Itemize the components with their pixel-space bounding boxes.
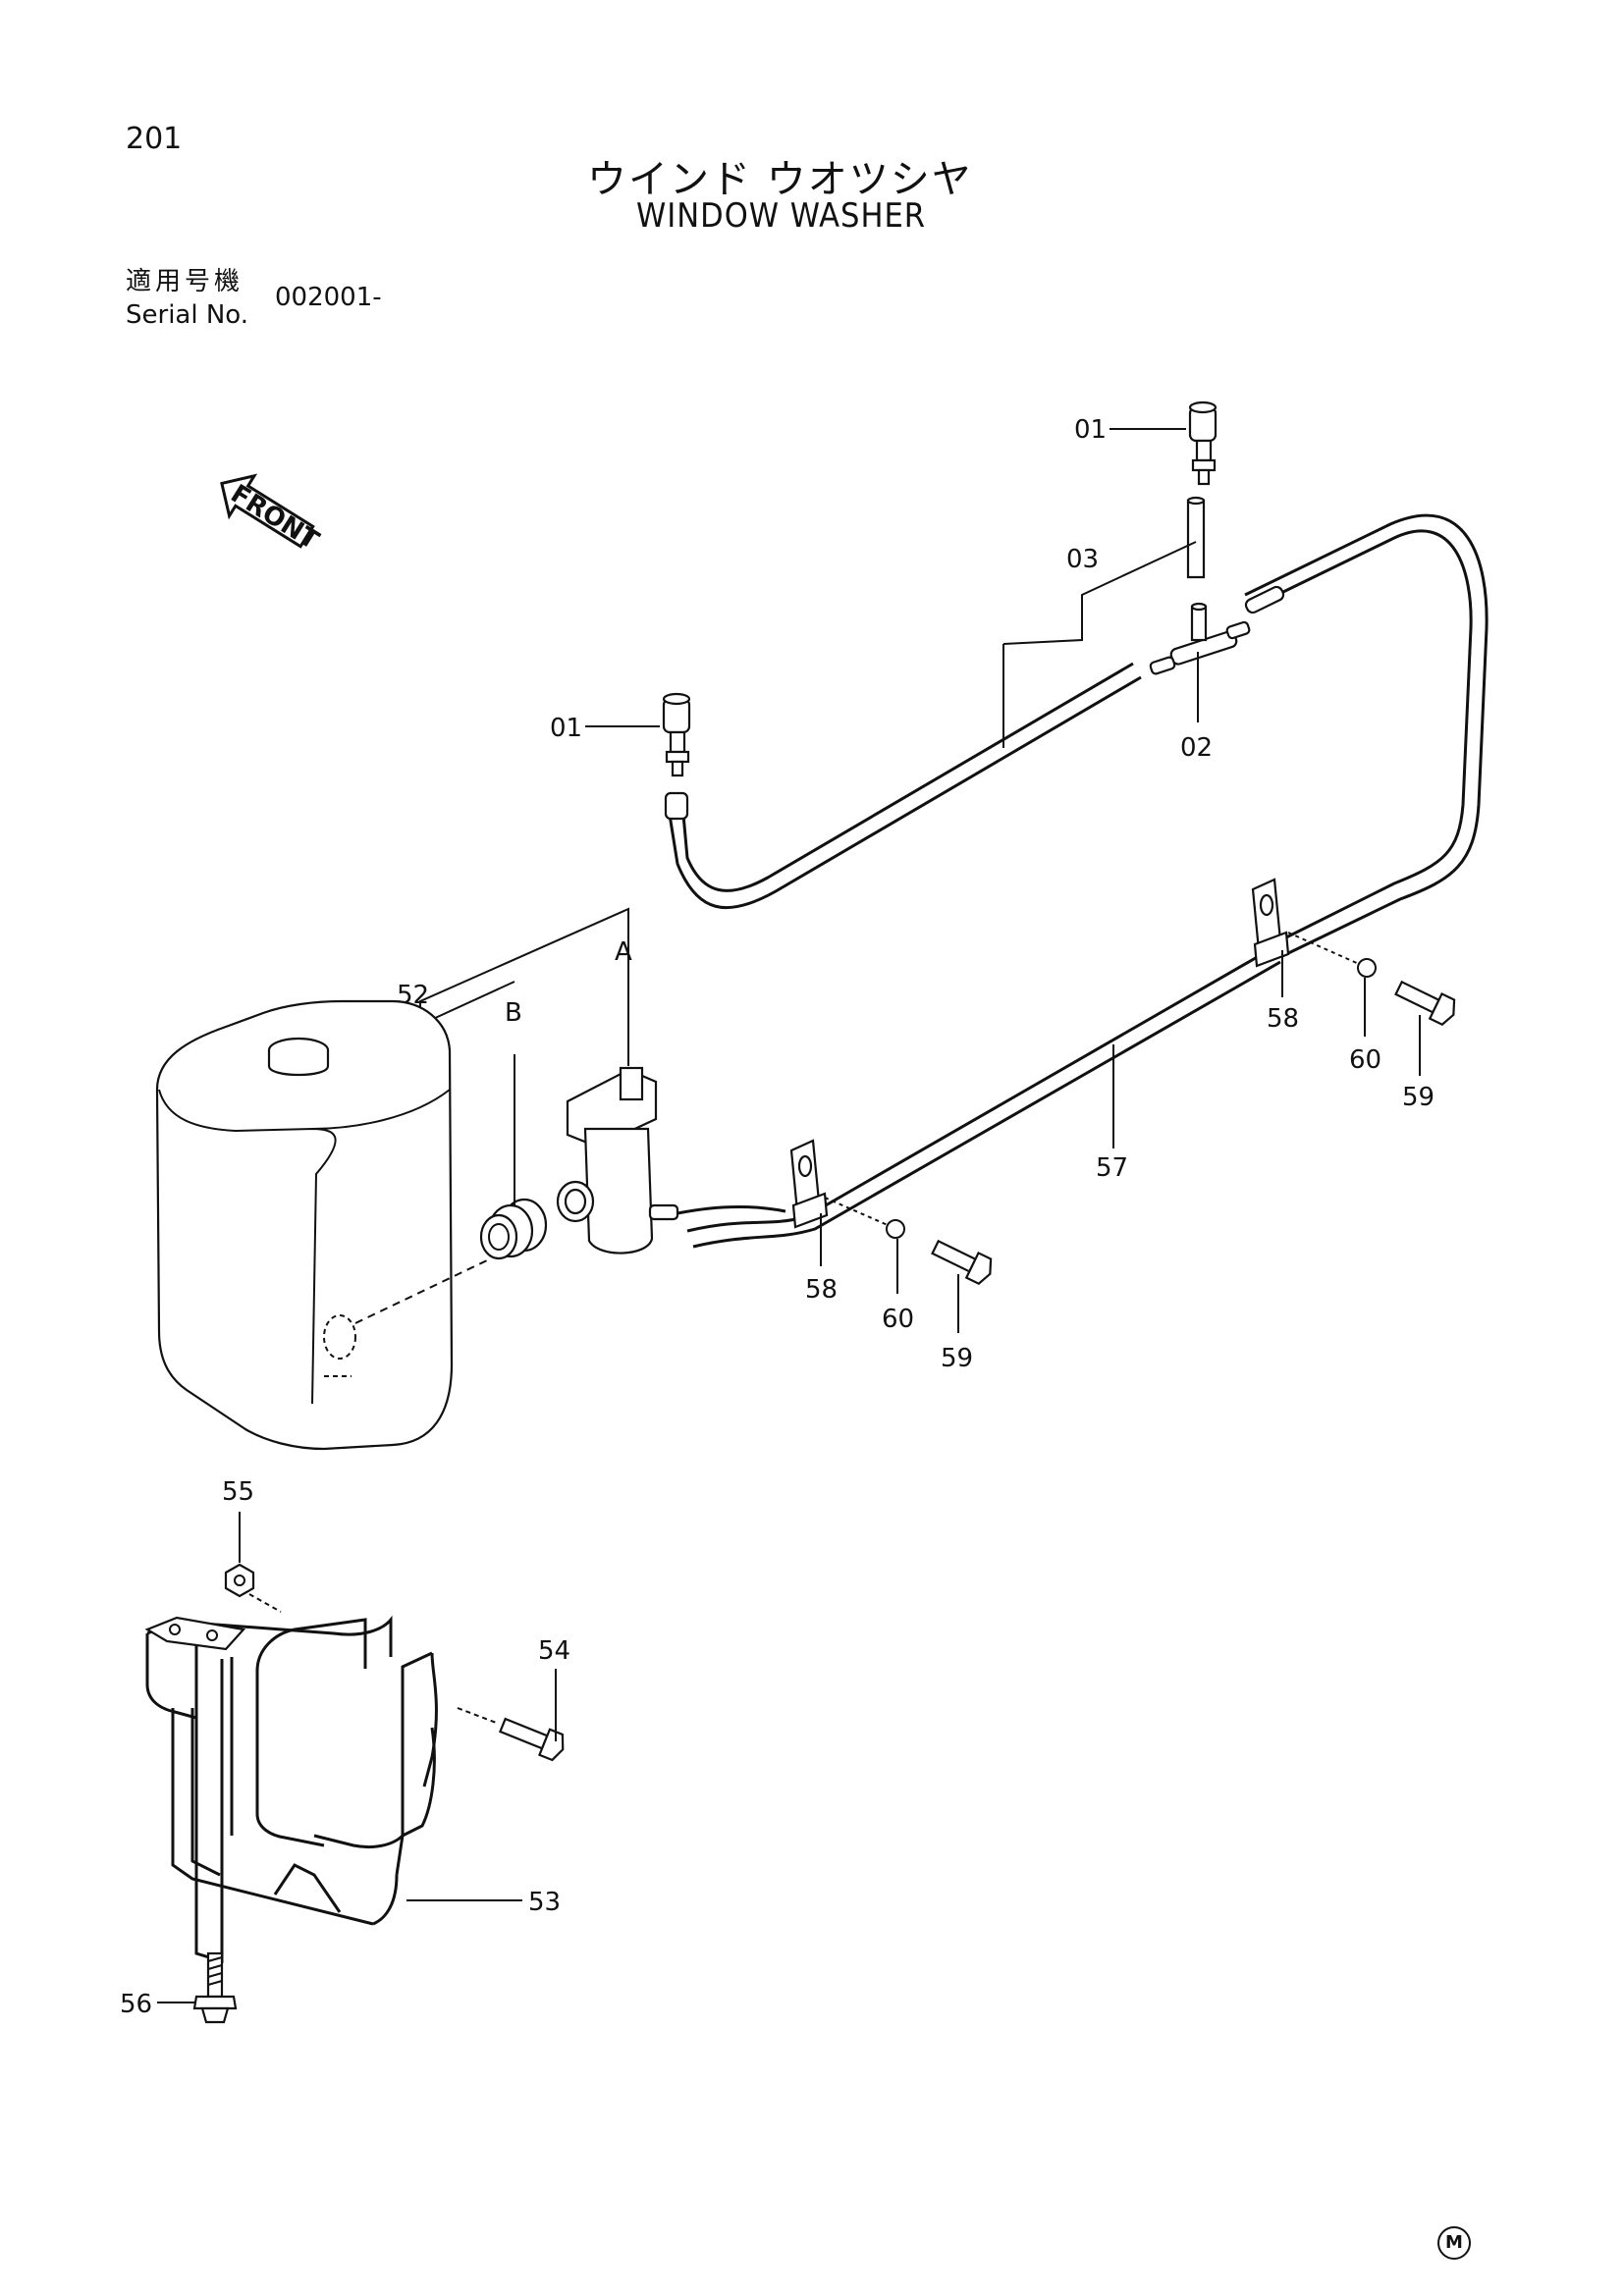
callout-59-upper: 59 — [1402, 1083, 1435, 1112]
washer-tank — [155, 999, 488, 1451]
nut — [224, 1563, 255, 1598]
washer-lower — [886, 1219, 905, 1239]
callout-53: 53 — [528, 1888, 561, 1917]
callout-03: 03 — [1066, 545, 1099, 574]
tube-57 — [686, 946, 1273, 1233]
bolt-bottom — [192, 1951, 238, 2024]
callout-55: 55 — [222, 1477, 254, 1507]
grommet — [479, 1198, 548, 1260]
axis-line-upper — [1287, 932, 1360, 965]
tube-right-loop — [1248, 529, 1473, 944]
tube-57-inner — [692, 960, 1281, 1249]
bolt-upper — [1394, 980, 1456, 1027]
washer-pump — [556, 1066, 679, 1255]
short-tube — [1186, 496, 1206, 579]
serial-label-japanese: 適用号機 — [126, 267, 244, 296]
callout-02: 02 — [1180, 733, 1213, 763]
tube-left — [668, 675, 1142, 910]
title-english: WINDOW WASHER — [636, 196, 927, 236]
callout-58-upper: 58 — [1267, 1004, 1299, 1034]
callout-54: 54 — [538, 1636, 570, 1666]
leader-03 — [1002, 541, 1197, 645]
serial-number-value: 002001- — [275, 283, 382, 312]
nozzle-upper — [1188, 400, 1218, 486]
bolt-bracket — [498, 1717, 565, 1762]
callout-58-lower: 58 — [805, 1275, 838, 1305]
callout-60-upper: 60 — [1349, 1045, 1381, 1075]
callout-57: 57 — [1096, 1153, 1128, 1183]
callout-56: 56 — [120, 1990, 152, 2019]
tee-joint — [1149, 602, 1251, 675]
tube-right-end — [1244, 585, 1285, 614]
callout-01-upper: 01 — [1074, 415, 1107, 445]
pump-outlet-hose — [677, 1205, 786, 1215]
tube-left-end — [664, 791, 689, 821]
front-arrow-label: FRONT — [226, 479, 324, 556]
tube-right-loop-outer — [1244, 513, 1489, 958]
callout-60-lower: 60 — [882, 1305, 914, 1334]
serial-label: Serial No. — [126, 300, 248, 330]
axis-line-nut — [248, 1593, 282, 1613]
axis-line-lower — [824, 1197, 889, 1226]
bolt-lower — [931, 1239, 993, 1286]
axis-line-bolt-54 — [457, 1707, 500, 1725]
clip-upper — [1251, 878, 1290, 968]
callout-b: B — [505, 998, 522, 1028]
page-number: 201 — [126, 122, 183, 156]
callout-59-lower: 59 — [941, 1344, 973, 1373]
callout-01-left: 01 — [550, 714, 582, 743]
clip-lower — [789, 1139, 829, 1229]
tube-left-inner — [681, 662, 1134, 892]
footer-mark: M — [1437, 2226, 1471, 2260]
leader-52-a — [419, 907, 629, 1066]
tank-bracket — [144, 1615, 438, 1964]
front-arrow: FRONT — [220, 473, 324, 556]
nozzle-left — [662, 692, 691, 777]
washer-upper — [1357, 958, 1377, 978]
title-japanese: ウインド ウオツシヤ — [587, 157, 973, 202]
callout-a: A — [615, 937, 632, 967]
